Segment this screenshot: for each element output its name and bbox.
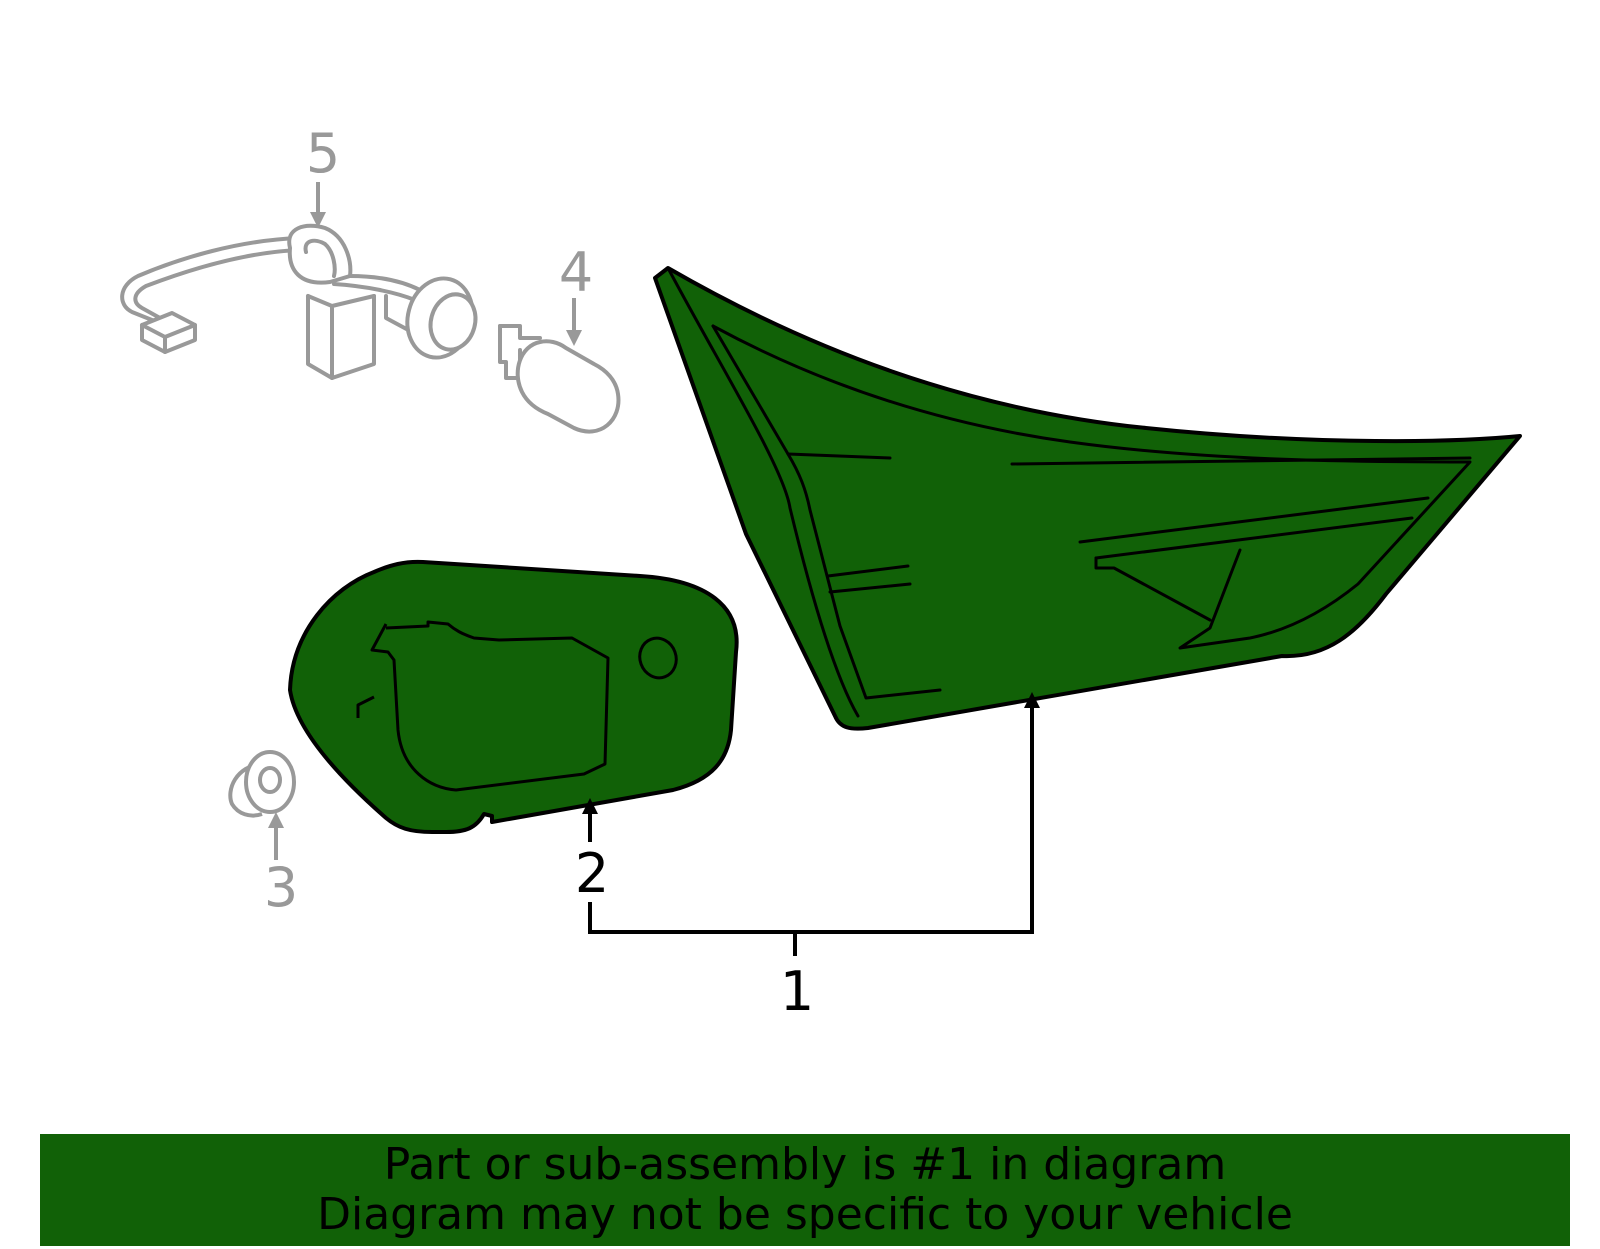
callout-4: 4	[559, 241, 593, 304]
banner-line-1: Part or sub-assembly is #1 in diagram	[383, 1139, 1227, 1190]
leader-lines	[268, 182, 1040, 956]
part-1-tail-lamp	[653, 266, 1522, 731]
part-5-socket-harness	[120, 223, 478, 380]
callout-1: 1	[780, 960, 814, 1023]
part-3-nut	[228, 750, 296, 818]
part-2-housing	[288, 559, 739, 834]
callout-5: 5	[306, 122, 340, 185]
info-banner: Part or sub-assembly is #1 in diagram Di…	[40, 1134, 1570, 1246]
callout-3: 3	[264, 856, 298, 919]
banner-line-2: Diagram may not be specific to your vehi…	[317, 1189, 1293, 1240]
callout-2: 2	[575, 842, 609, 905]
part-4-bulb	[498, 324, 621, 434]
